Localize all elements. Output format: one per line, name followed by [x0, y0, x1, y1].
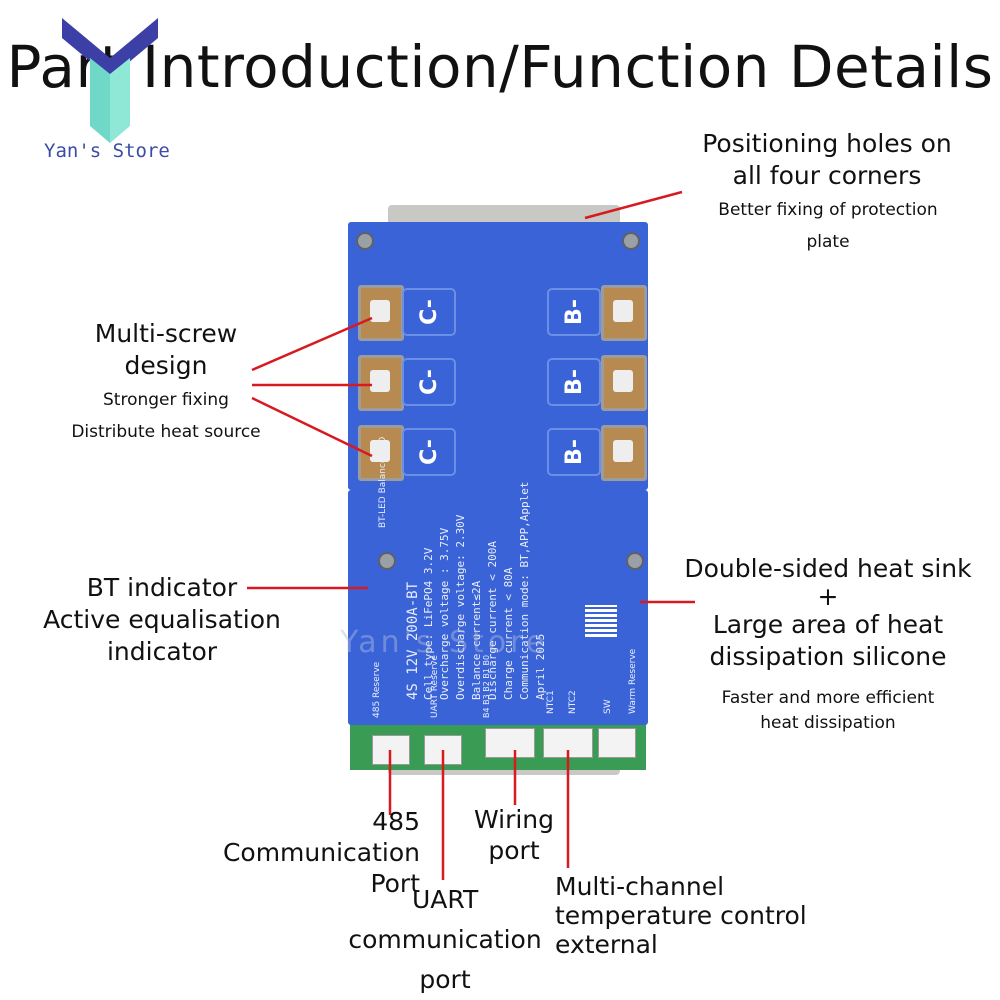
callout-485: 485 Communication Port: [198, 806, 420, 899]
callout-heading: Multi-channel: [555, 872, 725, 901]
callout-heading: UART: [412, 885, 479, 914]
callout-heading: Port: [370, 869, 420, 898]
corner-screw-icon: [622, 232, 640, 250]
callout-heading: Large area of heat: [712, 610, 944, 639]
callout-heading: Communication: [222, 838, 420, 867]
callout-temperature: Multi-channel temperature control extern…: [555, 872, 845, 959]
watermark: Yan's Store: [340, 625, 549, 660]
callout-heading: indicator: [106, 637, 218, 666]
callout-heading: 485: [372, 807, 420, 836]
callout-heading: BT indicator: [86, 573, 238, 602]
page-title: Part Introduction/Function Details: [6, 33, 994, 101]
terminal-pad: [358, 355, 404, 411]
callout-sub: Better fixing of protection: [718, 200, 938, 220]
corner-screw-icon: [378, 552, 396, 570]
callout-sub: Stronger fixing: [103, 390, 229, 410]
terminal-pad: [358, 285, 404, 341]
callout-heatsink-sub: Faster and more efficient heat dissipati…: [690, 686, 966, 736]
callout-uart: UART communication port: [340, 880, 550, 1000]
corner-screw-icon: [626, 552, 644, 570]
callout-screw: Multi-screw design: [60, 318, 272, 382]
terminal-pad: [601, 355, 647, 411]
callout-heading: port: [419, 965, 471, 994]
qr-code-icon: [585, 605, 617, 637]
callout-heading: Active equalisation: [43, 605, 281, 634]
callout-heading: Positioning holes on: [702, 129, 952, 158]
callout-wiring: Wiring port: [460, 804, 568, 866]
callout-heading: +: [817, 582, 839, 611]
callout-heading: communication: [348, 925, 542, 954]
store-logo-icon: [62, 18, 158, 143]
connector-sw: [598, 728, 636, 758]
callout-bt: BT indicator Active equalisation indicat…: [12, 572, 312, 668]
terminal-pad: [601, 425, 647, 481]
callout-heading: design: [124, 351, 208, 380]
callout-screw-sub: Stronger fixing Distribute heat source: [40, 384, 292, 448]
store-logo-text: Yan's Store: [44, 140, 170, 162]
corner-screw-icon: [356, 232, 374, 250]
callout-heatsink: Double-sided heat sink + Large area of h…: [660, 553, 996, 673]
callout-sub: heat dissipation: [760, 713, 896, 733]
callout-sub: Faster and more efficient: [721, 688, 935, 708]
callout-heading: port: [488, 836, 540, 865]
callout-heading: external: [555, 930, 658, 959]
callout-positioning: Positioning holes on all four corners: [672, 128, 982, 192]
callout-heading: Wiring: [473, 805, 555, 834]
terminal-pad: [601, 285, 647, 341]
callout-heading: all four corners: [732, 161, 922, 190]
callout-positioning-sub: Better fixing of protection plate: [680, 194, 976, 258]
callout-sub: Distribute heat source: [71, 422, 261, 442]
callout-heading: temperature control: [555, 901, 807, 930]
callout-heading: Double-sided heat sink: [684, 554, 972, 583]
connector-wiring: [485, 728, 535, 758]
callout-heading: Multi-screw: [94, 319, 238, 348]
callout-heading: dissipation silicone: [709, 642, 947, 671]
callout-sub: plate: [806, 232, 850, 252]
